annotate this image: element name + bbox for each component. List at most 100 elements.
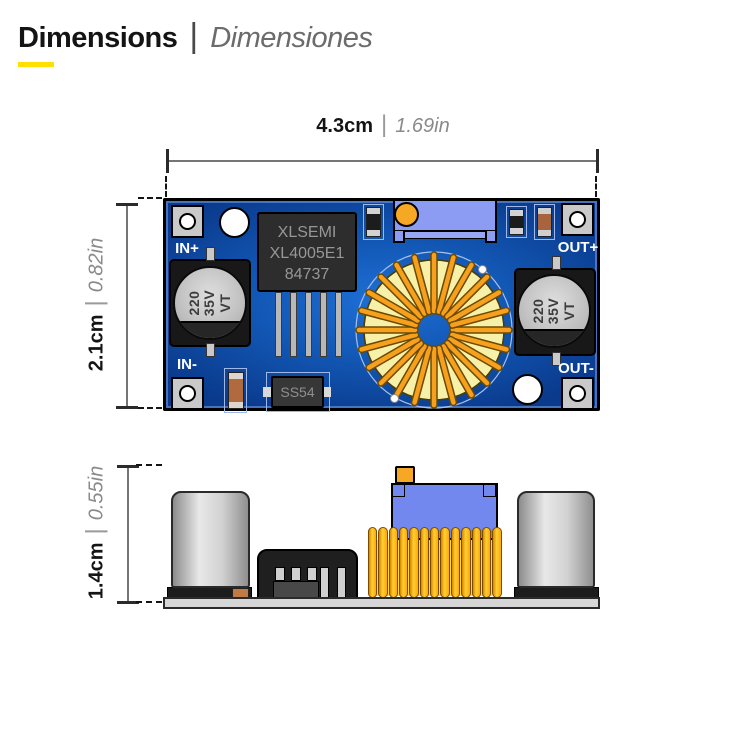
- toroid-windings-side: [368, 527, 502, 599]
- capacitor-output-top: [517, 274, 591, 348]
- dim-profile-height-tick-top: [117, 465, 139, 468]
- wire-end-dot: [478, 265, 487, 274]
- capacitor-side: [171, 491, 250, 588]
- chip-capacitor: [509, 209, 524, 235]
- ic-pin: [290, 292, 297, 357]
- dim-profile-height-line: [127, 467, 129, 602]
- extension-line: [595, 176, 597, 197]
- resistor: [228, 372, 244, 409]
- capacitor-polarity-mark: [175, 321, 245, 338]
- ic-leg: [337, 567, 346, 598]
- label-in-minus: IN-: [177, 356, 197, 373]
- capacitor-polarity-mark: [519, 329, 589, 346]
- dim-profile-height-metric: 1.4cm: [85, 542, 108, 600]
- ic-marking-line2: XL4005E1: [269, 244, 345, 262]
- silkscreen-outline: [224, 368, 247, 413]
- chip-capacitor: [366, 207, 381, 237]
- dim-width-label: 4.3cm | 1.69in: [263, 111, 503, 139]
- dim-profile-height-tick-bottom: [117, 601, 139, 604]
- extension-line: [136, 464, 162, 466]
- ic-pin: [320, 292, 327, 357]
- trimmer-adjust-screw: [394, 202, 419, 227]
- toroid-winding-bar: [450, 527, 461, 598]
- dim-board-height-metric: 2.1cm: [85, 314, 108, 372]
- extension-line: [136, 601, 162, 603]
- label-in-plus: IN+: [175, 240, 199, 257]
- trimmer-leg: [485, 231, 497, 243]
- pad-hole: [179, 213, 196, 230]
- ic-leg: [307, 567, 317, 581]
- toroid-winding-bar: [461, 527, 471, 598]
- pad-in-minus: [171, 377, 204, 410]
- extension-line: [165, 176, 167, 197]
- ic-marking-line3: 84737: [284, 265, 330, 283]
- toroid-winding-bar: [378, 527, 388, 598]
- dim-board-height-line: [126, 205, 128, 407]
- pad-hole: [569, 385, 586, 402]
- dim-board-height-imperial: 0.82in: [85, 237, 108, 293]
- toroid-winding-bar: [471, 527, 481, 598]
- capacitor-output-marking: 220 35V VT: [530, 297, 577, 325]
- pad-hole: [179, 385, 196, 402]
- ic-pin: [335, 292, 342, 357]
- wire-end-dot: [390, 394, 399, 403]
- ic-pin: [305, 292, 312, 357]
- ic-leg: [275, 567, 285, 581]
- page-title: Dimensions: [18, 21, 178, 54]
- capacitor-input-marking: 220 35V VT: [186, 289, 233, 317]
- pad-in-plus: [171, 205, 204, 238]
- trimmer-notch: [392, 484, 405, 497]
- page-subtitle: Dimensiones: [210, 21, 373, 54]
- silkscreen-outline: [534, 204, 555, 240]
- dim-board-height-tick-top: [116, 203, 138, 206]
- dim-width-separator: |: [380, 111, 388, 138]
- chip-resistor: [537, 207, 552, 237]
- extension-line: [138, 407, 162, 409]
- toroid-winding-bar: [430, 527, 440, 598]
- silkscreen-outline: [363, 204, 384, 240]
- ic-leg: [291, 567, 301, 581]
- toroid-winding-bar: [492, 527, 502, 598]
- toroid-winding-bar: [481, 527, 492, 598]
- toroid-winding-bar: [409, 527, 419, 598]
- page-header: Dimensions | Dimensiones: [18, 17, 373, 56]
- toroid-winding-bar: [388, 527, 399, 598]
- pad-out-minus: [561, 377, 594, 410]
- toroid-winding-bar: [419, 527, 430, 598]
- silkscreen-outline: [506, 206, 527, 238]
- pad-out-plus: [561, 203, 594, 236]
- ic-xl4005: XLSEMI XL4005E1 84737: [257, 212, 357, 292]
- dim-board-height-separator: |: [81, 300, 109, 307]
- solder-trace: [552, 352, 561, 366]
- ic-marking-line1: XLSEMI: [277, 224, 337, 241]
- mounting-hole: [219, 207, 250, 238]
- pcb-top-view: IN+ XLSEMI XL4005E1 84737 220 35V VT IN-: [163, 198, 600, 413]
- dim-board-height-label: 2.1cm | 0.82in: [81, 205, 110, 405]
- toroid-windings: [355, 251, 513, 409]
- diode-pad: [322, 387, 331, 397]
- pad-hole: [569, 211, 586, 228]
- diode-ss54: SS54: [271, 376, 324, 408]
- dim-profile-height-imperial: 0.55in: [85, 465, 108, 521]
- mounting-hole: [512, 374, 543, 405]
- capacitor-side: [517, 491, 595, 588]
- capacitor-input-top: [173, 266, 247, 340]
- solder-trace: [552, 256, 561, 270]
- dim-profile-height-label: 1.4cm | 0.55in: [82, 433, 110, 633]
- dim-width-metric: 4.3cm: [316, 115, 373, 137]
- dim-width-imperial: 1.69in: [395, 115, 450, 137]
- trimmer-base: [404, 231, 486, 239]
- trimmer-notch: [483, 484, 496, 497]
- toroid-inductor: [355, 251, 513, 409]
- dim-width-tick-left: [166, 149, 169, 173]
- ic-leg: [320, 567, 329, 598]
- label-out-minus: OUT-: [558, 360, 594, 377]
- trimmer-adjust-screw-side: [395, 466, 415, 484]
- pcb-edge: [163, 597, 600, 609]
- solder-trace: [206, 343, 215, 357]
- toroid-winding-bar: [368, 527, 378, 598]
- title-separator: |: [189, 17, 199, 55]
- toroid-winding-bar: [440, 527, 450, 598]
- label-out-plus: OUT+: [557, 239, 599, 256]
